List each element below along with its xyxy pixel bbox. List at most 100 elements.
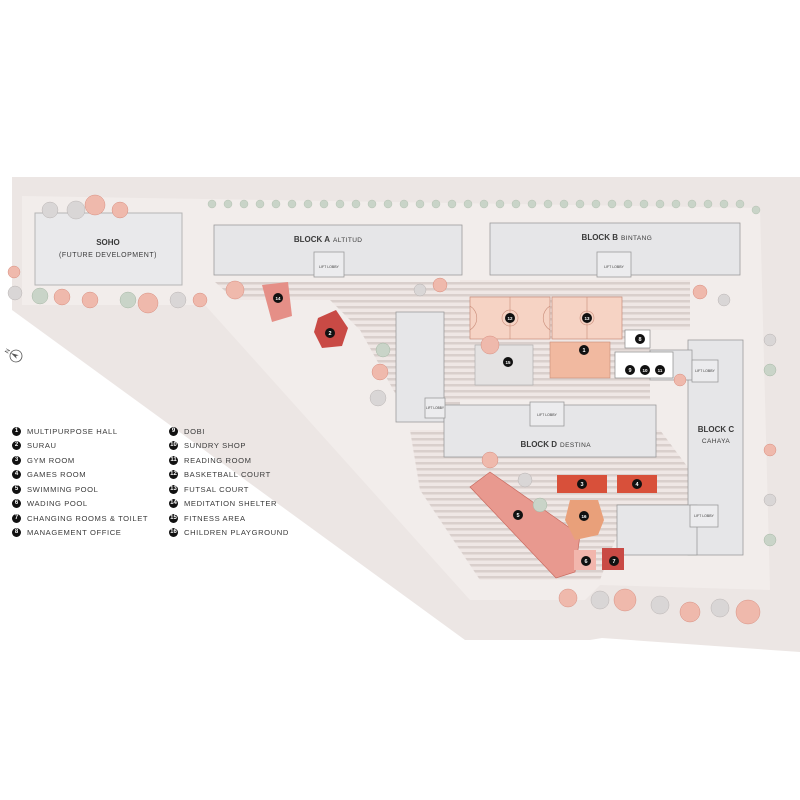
trees <box>7 194 777 625</box>
svg-text:10: 10 <box>642 368 648 373</box>
svg-text:15: 15 <box>505 360 511 365</box>
legend-label: MANAGEMENT OFFICE <box>27 528 122 538</box>
tree-icon <box>558 588 578 608</box>
tree-icon <box>432 277 448 293</box>
tree-icon <box>169 291 187 309</box>
lift-lobby-label: LIFT LOBBY <box>319 265 339 269</box>
marker-15: 15 <box>503 357 513 367</box>
legend-label: WADING POOL <box>27 499 88 509</box>
marker-12: 12 <box>505 313 515 323</box>
marker-3: 3 <box>577 479 587 489</box>
lift-lobby-label: LIFT LOBBY <box>604 265 624 269</box>
legend-number: 6 <box>12 499 21 509</box>
tree-icon <box>532 497 548 513</box>
legend-label: SURAU <box>27 441 57 451</box>
tree-icon <box>225 280 245 300</box>
legend-item: 8 MANAGEMENT OFFICE <box>12 526 172 541</box>
svg-text:1: 1 <box>582 348 585 354</box>
legend-number: 5 <box>12 484 21 494</box>
tree-icon <box>763 493 777 507</box>
svg-text:13: 13 <box>584 316 590 321</box>
marker-4: 4 <box>632 479 642 489</box>
lift-lobby-label: LIFT LOBBY <box>537 413 557 417</box>
block-b-name: BLOCK B <box>582 233 619 242</box>
block-a-name: BLOCK A <box>294 235 330 244</box>
legend-label: DOBI <box>184 426 205 436</box>
legend-item: 6 WADING POOL <box>12 497 172 512</box>
legend-number: 8 <box>12 528 21 538</box>
svg-text:5: 5 <box>516 513 519 519</box>
landscape-area <box>410 430 690 580</box>
legend-number: 15 <box>169 513 178 523</box>
marker-7: 7 <box>609 556 619 566</box>
tree-icon <box>84 194 106 216</box>
legend-item: 4 GAMES ROOM <box>12 468 172 483</box>
marker-10: 10 <box>640 365 650 375</box>
legend-label: GAMES ROOM <box>27 470 87 480</box>
tree-icon <box>692 284 708 300</box>
marker-11: 11 <box>655 365 665 375</box>
legend-label: GYM ROOM <box>27 455 75 465</box>
legend-label: MULTIPURPOSE HALL <box>27 426 118 436</box>
legend-label: CHANGING ROOMS & TOILET <box>27 513 149 523</box>
tree-icon <box>81 291 99 309</box>
tree-icon <box>763 363 777 377</box>
soho-plot <box>34 212 183 286</box>
marker-14: 14 <box>273 293 283 303</box>
svg-text:11: 11 <box>658 368 663 373</box>
legend-number: 4 <box>12 470 21 480</box>
svg-text:8: 8 <box>638 337 641 343</box>
svg-text:9: 9 <box>628 368 631 374</box>
svg-text:14: 14 <box>275 296 281 301</box>
block-d-sub: DESTINA <box>560 442 591 449</box>
block-b: BLOCK B BINTANG LIFT LOBBY <box>489 222 741 278</box>
tree-icon <box>717 293 731 307</box>
tree-icon <box>192 292 208 308</box>
legend-number: 16 <box>169 528 178 538</box>
tree-icon <box>111 201 129 219</box>
tree-icon <box>590 590 610 610</box>
legend-item: 9 DOBI <box>169 424 329 439</box>
block-b-sub: BINTANG <box>621 235 652 242</box>
svg-text:7: 7 <box>612 559 615 565</box>
north-symbol: N <box>5 348 12 355</box>
marker-8: 8 <box>635 334 645 344</box>
tree-icon <box>369 389 387 407</box>
markers: 1 2 3 4 5 6 7 8 9 10 11 12 13 14 15 16 <box>273 293 665 566</box>
marker-2: 2 <box>325 328 335 338</box>
legend-number: 9 <box>169 426 178 436</box>
lift-lobby-label: LIFT LOBBY <box>695 369 715 373</box>
tree-icon <box>413 283 427 297</box>
svg-text:3: 3 <box>580 482 583 488</box>
tree-icon <box>673 373 687 387</box>
lift-lobby-label: LIFT LOBBY <box>426 406 445 410</box>
legend-number: 11 <box>169 455 178 465</box>
tree-icon <box>763 533 777 547</box>
tree-icon <box>119 291 137 309</box>
block-d: BLOCK D DESTINA LIFT LOBBY LIFT LOBBY <box>395 311 657 458</box>
tree-icon <box>710 598 730 618</box>
tree-icon <box>481 451 499 469</box>
svg-text:6: 6 <box>584 559 587 565</box>
legend-number: 12 <box>169 470 178 480</box>
legend-number: 2 <box>12 441 21 451</box>
block-d-name: BLOCK D <box>521 440 558 449</box>
tree-icon <box>7 265 21 279</box>
tree-icon <box>480 335 500 355</box>
legend-label: CHILDREN PLAYGROUND <box>184 528 289 538</box>
tree-icon <box>517 472 533 488</box>
legend-number: 10 <box>169 441 178 451</box>
tree-icon <box>7 285 23 301</box>
soho-title: SOHO <box>96 238 120 247</box>
north-arrow-icon: N <box>5 348 23 363</box>
